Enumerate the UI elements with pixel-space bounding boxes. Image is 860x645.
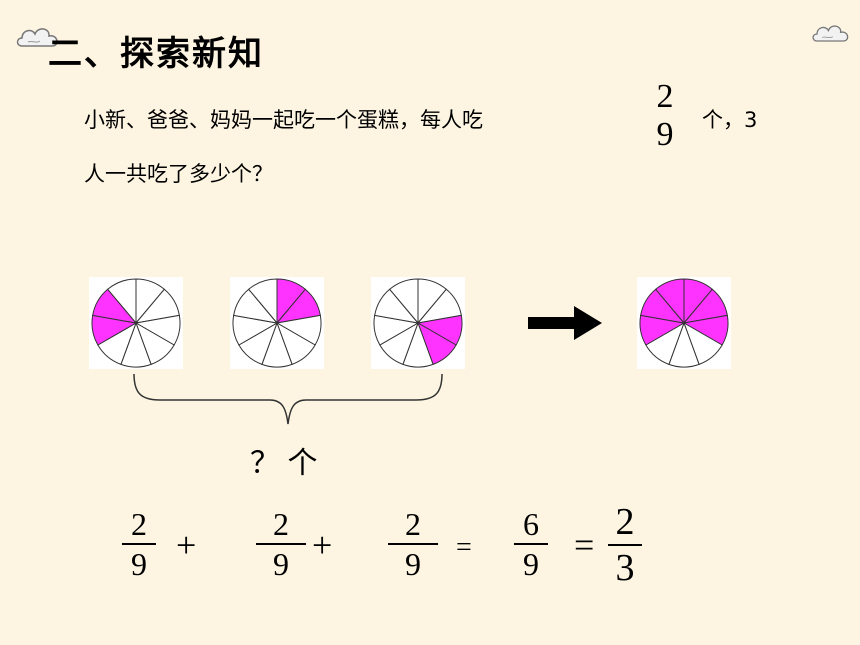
pie-svg — [91, 278, 181, 368]
equation-fraction: 2 9 — [122, 505, 156, 583]
cloud-icon — [812, 25, 849, 42]
problem-text: 小新、爸爸、妈妈一起吃一个蛋糕，每人吃 — [84, 108, 483, 132]
fraction-bar — [256, 543, 306, 545]
pie-chart — [89, 277, 183, 369]
fraction-numerator: 2 — [131, 506, 147, 542]
question-label: ？ 个 — [250, 447, 318, 480]
fraction-numerator: 6 — [523, 506, 539, 542]
pie-svg — [373, 278, 463, 368]
fraction-bar — [388, 543, 438, 545]
problem-fraction: 2 9 — [650, 78, 680, 154]
plus-sign: + — [176, 525, 197, 565]
pie-slice — [248, 278, 278, 325]
pie-slice-highlighted — [655, 278, 685, 325]
pie-slice — [389, 278, 419, 325]
fraction-numerator: 2 — [405, 506, 421, 542]
pie-chart — [230, 277, 324, 369]
fraction-denominator: 3 — [615, 547, 635, 589]
plus-sign: + — [312, 525, 333, 565]
problem-line-2: 人一共吃了多少个？ — [84, 162, 273, 186]
equals-sign: = — [456, 532, 472, 563]
fraction-numerator: 2 — [615, 501, 635, 543]
equals-sign: = — [574, 525, 595, 565]
fraction-bar — [514, 543, 548, 545]
fraction-denominator: 9 — [273, 546, 289, 582]
fraction-numerator: 2 — [273, 506, 289, 542]
right-arrow-icon — [528, 306, 602, 340]
equation-fraction: 2 9 — [388, 505, 438, 583]
fraction-denominator: 9 — [656, 116, 674, 153]
fraction-bar — [608, 544, 642, 546]
equation-fraction: 6 9 — [514, 505, 548, 583]
page-title: 二、探索新知 — [48, 34, 264, 74]
fraction-bar — [122, 543, 156, 545]
problem-text-after: 个，3 — [702, 108, 758, 132]
fraction-denominator: 9 — [405, 546, 421, 582]
fraction-numerator: 2 — [656, 78, 674, 115]
equation-fraction: 2 9 — [256, 505, 306, 583]
pie-chart — [371, 277, 465, 369]
pie-slice — [107, 278, 137, 325]
pie-svg — [232, 278, 322, 368]
fraction-denominator: 9 — [131, 546, 147, 582]
equation-fraction: 2 3 — [608, 500, 642, 590]
problem-line-1: 小新、爸爸、妈妈一起吃一个蛋糕，每人吃 — [84, 104, 483, 134]
cloud-icon — [16, 28, 58, 47]
pie-chart — [637, 277, 731, 369]
curly-brace-icon — [133, 373, 443, 425]
pie-svg — [639, 278, 729, 368]
fraction-denominator: 9 — [523, 546, 539, 582]
